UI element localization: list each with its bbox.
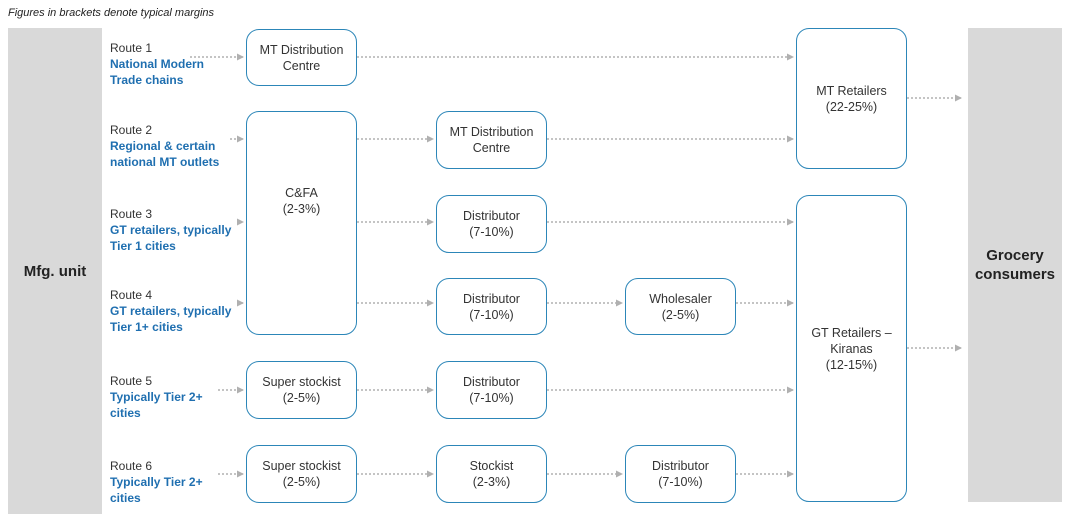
route-3-label: Route 3 GT retailers, typically Tier 1 c… xyxy=(110,207,232,253)
node-super-stockist-2: Super stockist(2-5%) xyxy=(246,445,357,503)
node-super-stockist-1: Super stockist(2-5%) xyxy=(246,361,357,419)
node-distributor-1: Distributor(7-10%) xyxy=(436,195,547,253)
route-6-label: Route 6 Typically Tier 2+ cities xyxy=(110,459,203,505)
node-mt-retailers: MT Retailers(22-25%) xyxy=(796,28,907,169)
consumers-label-line2: consumers xyxy=(974,266,1056,283)
node-distributor-3: Distributor(7-10%) xyxy=(436,361,547,419)
route-1-label: Route 1 National Modern Trade chains xyxy=(110,41,205,87)
route-2-label: Route 2 Regional & certain national MT o… xyxy=(110,123,220,169)
route-5-label: Route 5 Typically Tier 2+ cities xyxy=(110,374,203,420)
grocery-consumers-bar: Grocery consumers xyxy=(968,28,1062,502)
node-gt-retailers-kiranas: GT Retailers –Kiranas(12-15%) xyxy=(796,195,907,502)
mfg-unit-label: Mfg. unit xyxy=(23,262,87,280)
margin-note: Figures in brackets denote typical margi… xyxy=(8,7,215,19)
node-distributor-4: Distributor(7-10%) xyxy=(625,445,736,503)
node-distributor-2: Distributor(7-10%) xyxy=(436,278,547,335)
route-4-label: Route 4 GT retailers, typically Tier 1+ … xyxy=(110,288,232,334)
consumers-label-line1: Grocery xyxy=(986,247,1044,264)
node-stockist: Stockist(2-3%) xyxy=(436,445,547,503)
mfg-unit-bar: Mfg. unit xyxy=(8,28,102,514)
node-wholesaler: Wholesaler(2-5%) xyxy=(625,278,736,335)
node-cfa: C&FA(2-3%) xyxy=(246,111,357,335)
